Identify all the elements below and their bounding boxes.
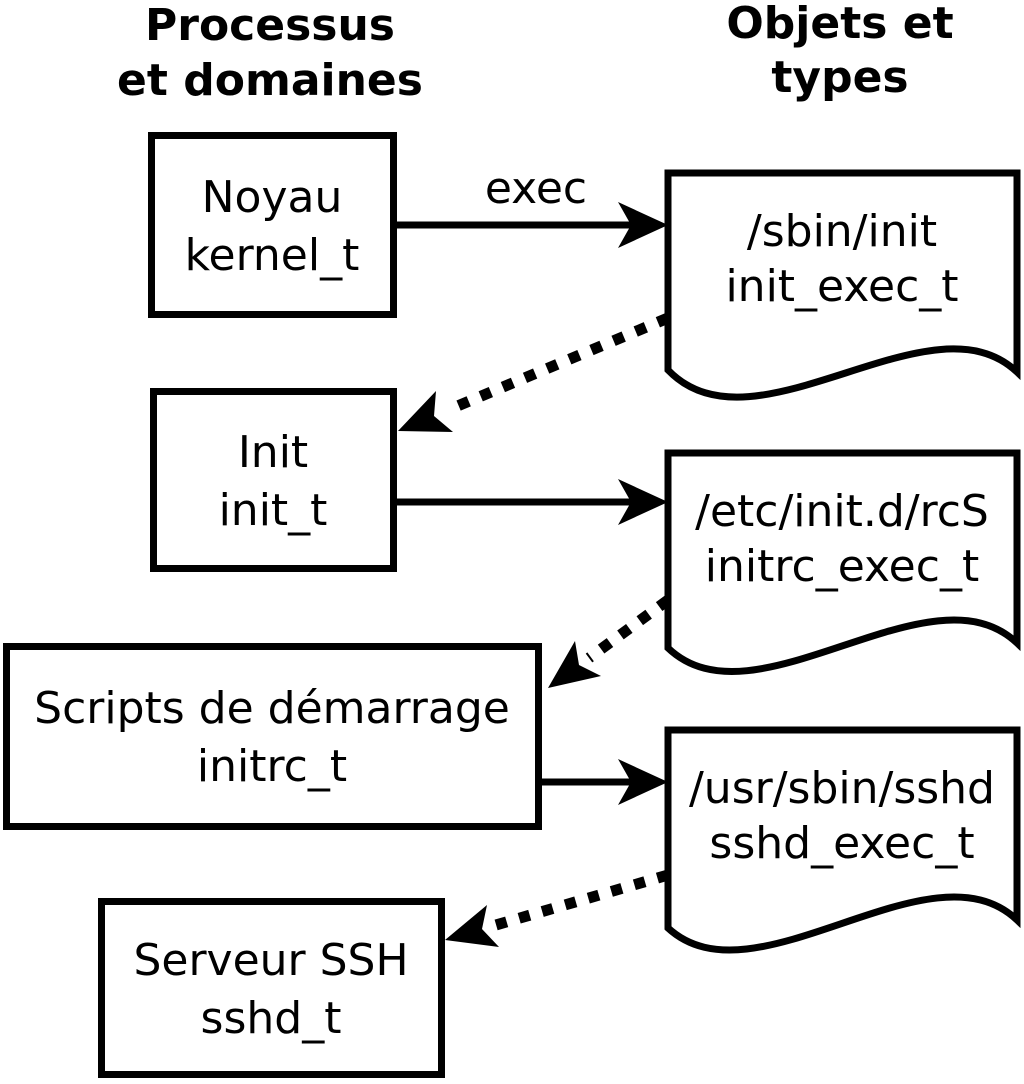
column-header-processes: Processus et domaines — [117, 0, 423, 106]
header-processes-line2: et domaines — [117, 55, 423, 106]
process-domain: init_t — [219, 485, 328, 536]
transition-arrow-rcs-to-initrc — [548, 595, 672, 688]
exec-arrow-initrc-to-sshd-binary — [542, 759, 668, 805]
exec-arrowhead-icon — [618, 759, 668, 805]
transition-dotted-line — [494, 869, 670, 931]
object-path: /etc/init.d/rcS — [695, 486, 989, 537]
process-node-initrc: Scripts de démarrage initrc_t — [3, 643, 542, 830]
process-node-sshd: Serveur SSH sshd_t — [98, 898, 445, 1078]
transition-dotted-line — [585, 595, 672, 663]
exec-arrow-kernel-to-init-binary: exec — [397, 163, 668, 248]
process-name: Serveur SSH — [133, 935, 408, 986]
object-type: sshd_exec_t — [709, 818, 974, 869]
document-shape — [664, 726, 1021, 954]
document-shape — [664, 449, 1021, 675]
transition-arrow-sshdbinary-to-sshd — [445, 869, 670, 947]
process-domain: sshd_t — [201, 993, 342, 1044]
process-box — [98, 898, 445, 1078]
exec-arrow-label: exec — [485, 163, 587, 214]
document-shape — [664, 169, 1021, 401]
exec-arrow-init-to-rcs — [397, 479, 668, 525]
process-name: Noyau — [202, 172, 343, 223]
transition-dotted-line — [445, 312, 671, 416]
process-domain: kernel_t — [185, 230, 360, 281]
transition-arrowhead-icon — [548, 641, 601, 688]
header-processes-line1: Processus — [145, 0, 395, 51]
transition-arrowhead-icon — [445, 905, 499, 947]
process-name: Init — [238, 427, 308, 478]
exec-arrowhead-icon — [618, 202, 668, 248]
column-header-objects: Objets et types — [726, 0, 953, 103]
exec-arrowhead-icon — [618, 479, 668, 525]
object-type: init_exec_t — [725, 261, 958, 312]
process-domain: initrc_t — [197, 741, 347, 792]
transition-arrowhead-icon — [398, 391, 453, 432]
object-path: /usr/sbin/sshd — [689, 763, 995, 814]
process-name: Scripts de démarrage — [34, 683, 510, 734]
object-node-sshd-binary: /usr/sbin/sshd sshd_exec_t — [664, 726, 1021, 954]
process-box — [148, 132, 397, 318]
header-objects-line2: types — [771, 52, 908, 103]
header-objects-line1: Objets et — [726, 0, 953, 49]
object-type: initrc_exec_t — [705, 541, 979, 592]
process-node-kernel: Noyau kernel_t — [148, 132, 397, 318]
process-box — [150, 388, 397, 572]
object-path: /sbin/init — [747, 206, 937, 257]
object-node-init-binary: /sbin/init init_exec_t — [664, 169, 1021, 401]
object-node-rcs-script: /etc/init.d/rcS initrc_exec_t — [664, 449, 1021, 675]
transition-arrow-initbinary-to-init — [398, 312, 671, 432]
process-node-init: Init init_t — [150, 388, 397, 572]
process-box — [3, 643, 542, 830]
